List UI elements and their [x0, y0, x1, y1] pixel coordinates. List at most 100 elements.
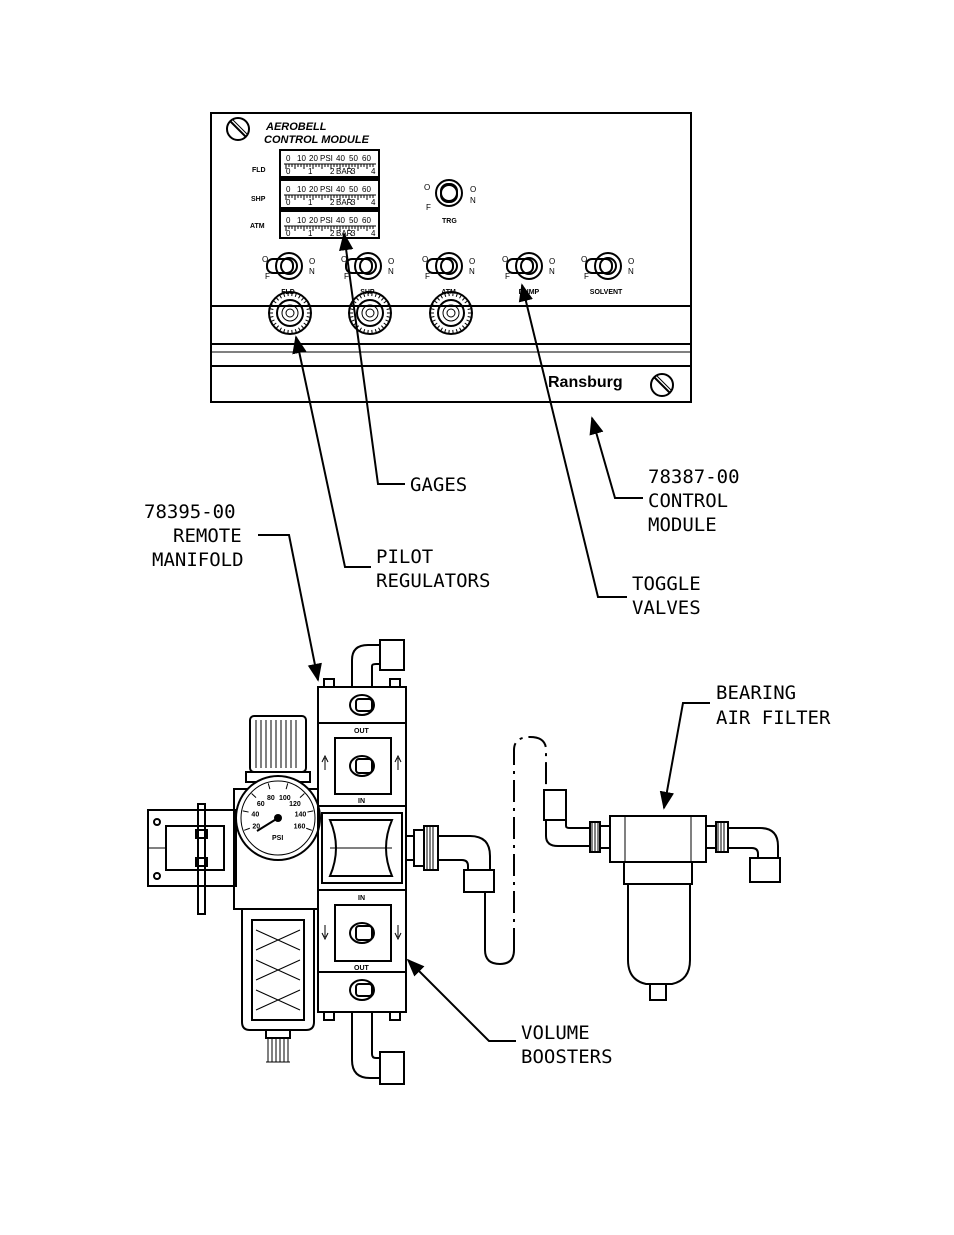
gauge-tick-label: 80	[267, 795, 275, 802]
psi-tick-label: 0	[286, 154, 291, 163]
callout-control-module-line2: MODULE	[648, 514, 717, 536]
psi-tick-label: 60	[362, 154, 371, 163]
mounting-bracket	[147, 803, 237, 915]
bar-tick-label: 1	[308, 167, 313, 176]
svg-text:O: O	[422, 255, 428, 264]
callout-booster-line1: VOLUME	[521, 1022, 590, 1044]
psi-tick-label: 10	[297, 154, 306, 163]
svg-text:N: N	[628, 267, 634, 276]
psi-tick-label: 60	[362, 185, 371, 194]
pilot-regulator-knob[interactable]	[348, 291, 392, 335]
callout-control-module-part: 78387-00	[648, 466, 740, 488]
callout-remote-manifold-line2: MANIFOLD	[152, 549, 244, 571]
psi-tick-label: PSI	[320, 185, 333, 194]
callout-labels: GAGES 78387-00 CONTROL MODULE 78395-00 R…	[144, 466, 831, 1068]
svg-text:N: N	[309, 267, 315, 276]
regulator-knob[interactable]	[249, 715, 307, 773]
callout-control-module-line1: CONTROL	[648, 490, 728, 512]
psi-tick-label: 40	[336, 216, 345, 225]
panel-title-line1: AEROBELL	[265, 121, 327, 133]
psi-tick-label: 50	[349, 216, 358, 225]
svg-text:O: O	[424, 183, 430, 192]
bar-tick-label: 3	[351, 229, 356, 238]
bar-tick-label: 0	[286, 167, 291, 176]
psi-tick-label: 50	[349, 154, 358, 163]
callout-toggle-line1: TOGGLE	[632, 573, 701, 595]
svg-text:N: N	[388, 267, 394, 276]
control-module-panel: AEROBELL CONTROL MODULE Ransburg FLD SHP…	[210, 112, 692, 403]
callout-remote-manifold-part: 78395-00	[144, 501, 236, 523]
bar-tick-label: 1	[308, 198, 313, 207]
callout-pilot-line1: PILOT	[376, 546, 433, 568]
svg-text:N: N	[549, 267, 555, 276]
pilot-regulator-knob[interactable]	[429, 291, 473, 335]
toggle-label: SOLVENT	[590, 289, 623, 296]
psi-tick-label: 10	[297, 216, 306, 225]
air-tubing	[484, 735, 567, 966]
svg-text:F: F	[344, 272, 349, 281]
svg-text:O: O	[470, 185, 476, 194]
screw-icon	[650, 373, 674, 397]
bearing-air-filter	[545, 815, 781, 1001]
callout-filter-line1: BEARING	[716, 682, 796, 704]
trg-label: TRG	[442, 218, 457, 225]
panel-title-line2: CONTROL MODULE	[264, 134, 370, 146]
gauge-tick-label: 120	[289, 801, 301, 808]
bar-tick-label: BAR	[336, 198, 353, 207]
svg-text:O: O	[388, 257, 394, 266]
gauge-tick-label: 100	[279, 795, 291, 802]
port-in-lower: IN	[358, 895, 365, 902]
psi-tick-label: 0	[286, 185, 291, 194]
psi-tick-label: 40	[336, 185, 345, 194]
bar-tick-label: 3	[351, 167, 356, 176]
psi-tick-label: 10	[297, 185, 306, 194]
psi-tick-label: 20	[309, 154, 318, 163]
gauge-label-fld: FLD	[252, 167, 266, 174]
filter-regulator	[233, 715, 319, 1063]
trg-toggle-switch[interactable]: O F O N TRG	[424, 179, 476, 225]
svg-text:O: O	[549, 257, 555, 266]
gauge-unit: PSI	[272, 835, 283, 842]
bar-tick-label: 1	[308, 229, 313, 238]
psi-tick-label: 20	[309, 216, 318, 225]
callout-filter-line2: AIR FILTER	[716, 707, 831, 729]
bar-tick-label: 2	[330, 229, 335, 238]
gauge-tick-label: 60	[257, 801, 265, 808]
port-out-lower: OUT	[354, 965, 370, 972]
port-in-upper: IN	[358, 798, 365, 805]
toggle-label: DUMP	[519, 289, 540, 296]
svg-text:F: F	[426, 203, 431, 212]
svg-text:F: F	[425, 272, 430, 281]
svg-text:F: F	[584, 272, 589, 281]
psi-tick-label: PSI	[320, 216, 333, 225]
bar-tick-label: 2	[330, 167, 335, 176]
bar-tick-label: 0	[286, 198, 291, 207]
bar-tick-label: 2	[330, 198, 335, 207]
svg-text:O: O	[628, 257, 634, 266]
callout-gages: GAGES	[410, 474, 467, 496]
bar-tick-label: 4	[371, 198, 376, 207]
gauge-tick-label: 160	[294, 824, 306, 831]
bar-tick-label: 4	[371, 167, 376, 176]
callout-toggle-line2: VALVES	[632, 597, 701, 619]
svg-text:O: O	[341, 255, 347, 264]
bar-tick-label: 0	[286, 229, 291, 238]
svg-text:O: O	[309, 257, 315, 266]
svg-text:F: F	[265, 272, 270, 281]
svg-text:O: O	[581, 255, 587, 264]
psi-tick-label: 60	[362, 216, 371, 225]
psi-tick-label: PSI	[320, 154, 333, 163]
bar-tick-label: 4	[371, 229, 376, 238]
gauge-label-shp: SHP	[251, 196, 266, 203]
psi-tick-label: 0	[286, 216, 291, 225]
pilot-regulator-knob[interactable]	[268, 291, 312, 335]
